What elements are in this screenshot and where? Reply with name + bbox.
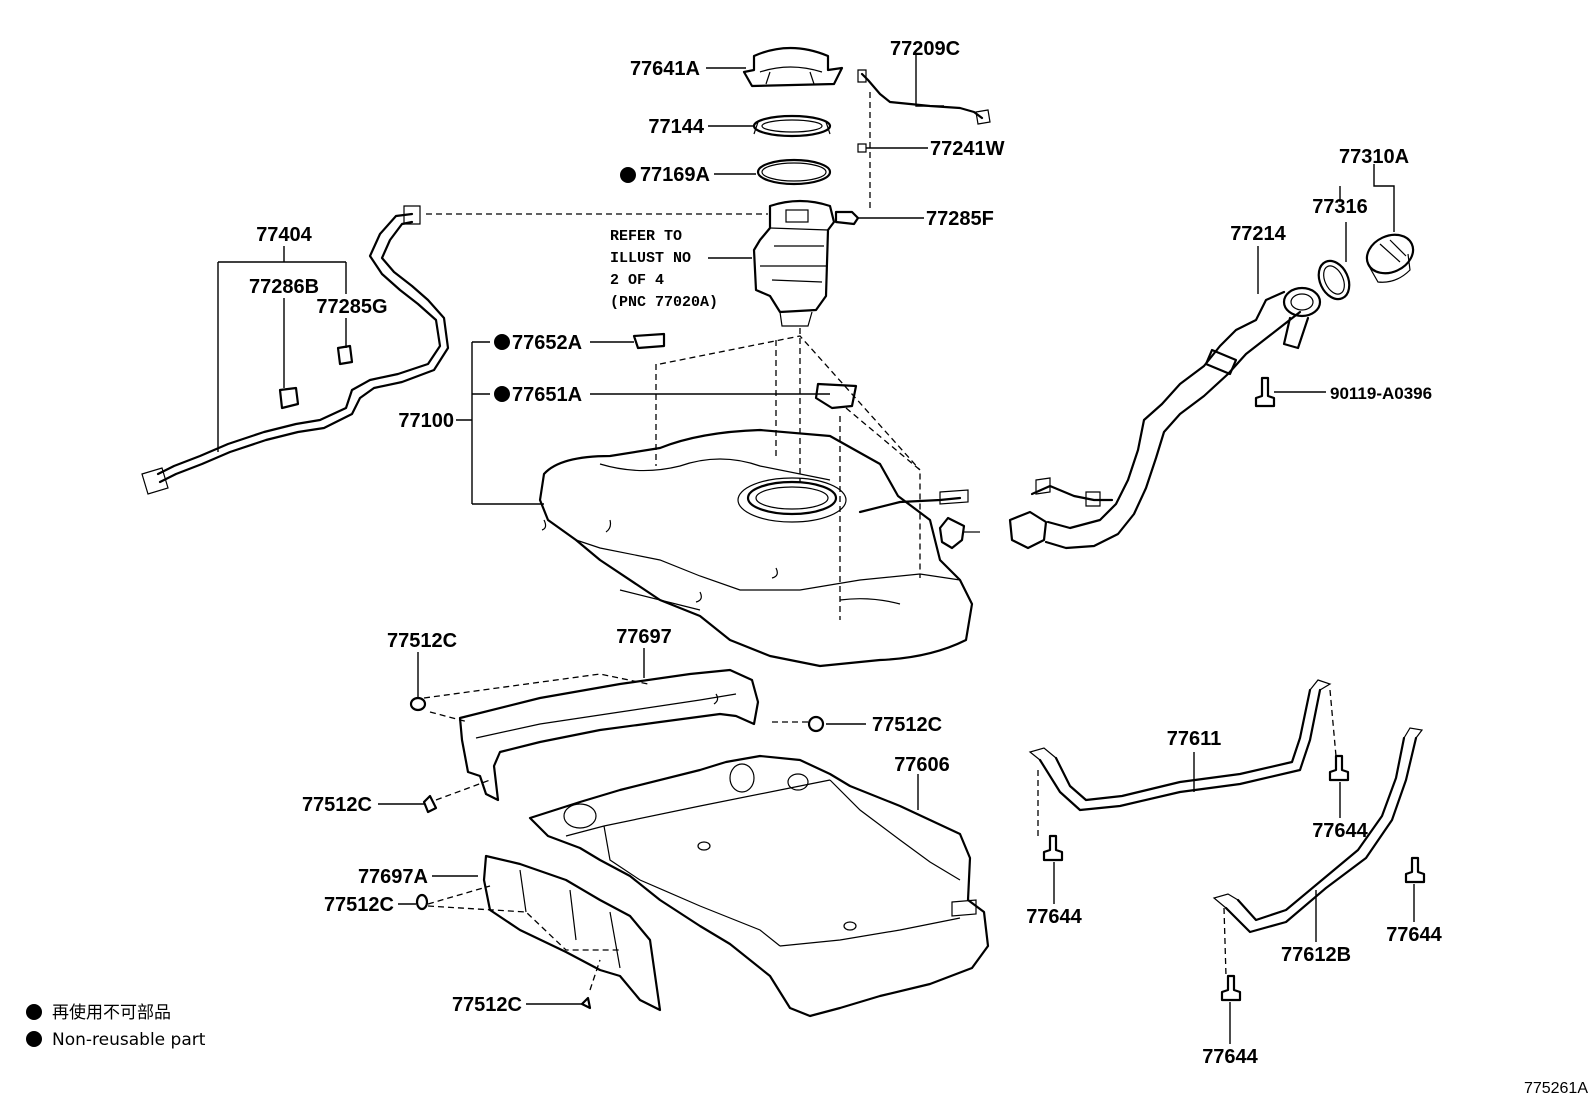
part-label-77404: 77404 — [256, 224, 312, 246]
part-label-77169A: 77169A — [640, 164, 710, 186]
part-label-77652A: 77652A — [512, 332, 582, 354]
part-label-77651A: 77651A — [512, 384, 582, 406]
pad-77651A-drawing — [814, 382, 858, 410]
clamp-77286B-drawing — [278, 386, 300, 410]
part-label-77310A: 77310A — [1339, 146, 1409, 168]
part-label-77241W: 77241W — [930, 138, 1005, 160]
bolt-77644-d-drawing — [1220, 974, 1242, 1002]
part-label-77512C-b: 77512C — [872, 714, 942, 736]
part-label-77644-d: 77644 — [1202, 1046, 1258, 1068]
under-protector-77606-drawing — [528, 754, 990, 1018]
non-reusable-marker-77651A — [494, 386, 510, 402]
pad-77652A-drawing — [632, 332, 666, 350]
bolt-77644-a-drawing — [1328, 754, 1350, 782]
clip-77285G-drawing — [336, 344, 354, 366]
refer-note-line-2: ILLUST NO — [610, 250, 691, 267]
part-label-77512C-d: 77512C — [324, 894, 394, 916]
part-label-77512C-a: 77512C — [387, 630, 457, 652]
part-label-77697: 77697 — [616, 626, 672, 648]
non-reusable-marker-77169A — [620, 167, 636, 183]
clip-77285F-drawing — [834, 210, 860, 226]
bolt-90119-drawing — [1254, 376, 1276, 408]
legend-text-jp: 再使用不可部品 — [52, 1002, 171, 1023]
legend-marker-en — [26, 1031, 42, 1047]
protector-77697-drawing — [458, 668, 760, 802]
part-label-77644-c: 77644 — [1386, 924, 1442, 946]
fuel-pump-assembly-drawing — [752, 199, 836, 327]
legend-marker-jp — [26, 1004, 42, 1020]
part-label-77641A: 77641A — [630, 58, 700, 80]
fuel-pump-cap-drawing — [742, 46, 844, 88]
part-label-77100: 77100 — [398, 410, 454, 432]
tank-band-77612B-drawing — [1212, 727, 1424, 934]
protector-77697A-drawing — [482, 854, 662, 1012]
bolt-77644-b-drawing — [1042, 834, 1064, 862]
fuel-tank-77100-drawing — [538, 428, 980, 668]
part-label-77144: 77144 — [648, 116, 704, 138]
non-reusable-marker-77652A — [494, 334, 510, 350]
part-label-77286B: 77286B — [249, 276, 319, 298]
part-label-77612B: 77612B — [1281, 944, 1351, 966]
clip-77512C-drawings — [409, 696, 825, 1010]
retainer-ring-drawing — [752, 114, 832, 138]
illustration-number: 775261A — [1524, 1080, 1588, 1097]
refer-note-line-1: REFER TO — [610, 228, 682, 245]
part-label-77644-b: 77644 — [1026, 906, 1082, 928]
refer-to-note: REFER TO ILLUST NO 2 OF 4 (PNC 77020A) — [610, 228, 718, 311]
vent-hose-77404-drawing — [141, 205, 450, 495]
part-label-77697A: 77697A — [358, 866, 428, 888]
filler-pipe-77214-drawing — [1008, 286, 1322, 550]
part-label-77644-a: 77644 — [1312, 820, 1368, 842]
part-label-77285G: 77285G — [316, 296, 387, 318]
part-label-77606: 77606 — [894, 754, 950, 776]
part-label-90119-A0396: 90119-A0396 — [1330, 384, 1432, 403]
part-label-77512C-c: 77512C — [302, 794, 372, 816]
part-label-77285F: 77285F — [926, 208, 994, 230]
tank-band-77611-drawing — [1028, 679, 1332, 812]
clip-77241W-drawing — [857, 143, 867, 153]
gasket-77316-drawing — [1317, 259, 1351, 301]
gasket-drawing — [756, 158, 832, 186]
assembly-dashed-lines — [423, 92, 1337, 991]
bolt-77644-c-drawing — [1404, 856, 1426, 884]
legend-text-en: Non-reusable part — [52, 1030, 206, 1050]
filler-cap-77310A-drawing — [1365, 233, 1415, 283]
part-label-77214: 77214 — [1230, 223, 1286, 245]
legend: 再使用不可部品 Non-reusable part — [26, 1002, 206, 1050]
leader-lines — [217, 54, 1415, 1044]
part-label-77209C: 77209C — [890, 38, 960, 60]
part-label-77512C-e: 77512C — [452, 994, 522, 1016]
part-label-77611: 77611 — [1167, 728, 1222, 750]
refer-note-line-4: (PNC 77020A) — [610, 294, 718, 311]
refer-note-line-3: 2 OF 4 — [610, 272, 664, 289]
wire-harness-77209C-drawing — [857, 69, 991, 125]
part-label-77316: 77316 — [1312, 196, 1368, 218]
